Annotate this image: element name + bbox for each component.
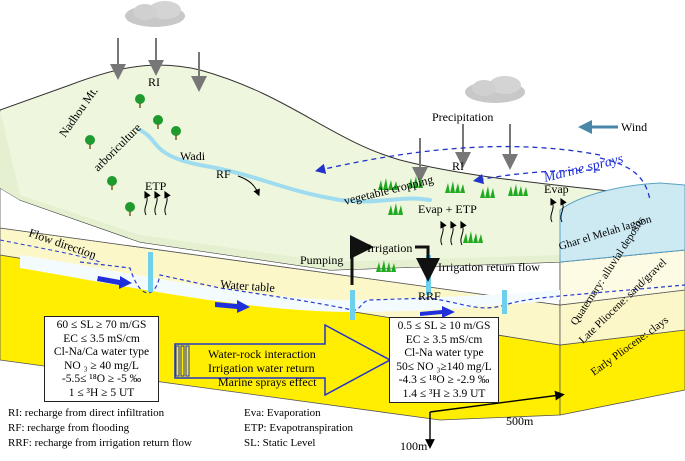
label-evap: Evap <box>544 182 569 196</box>
flow-arrow-icon <box>215 300 250 313</box>
legend-right: Eva: Evaporation ETP: Evapotranspiration… <box>244 406 353 451</box>
process-water-rock: Water-rock interaction <box>208 347 316 361</box>
legend-etp: ETP: Evapotranspiration <box>244 422 354 434</box>
legend-rf: RF: recharge from flooding <box>8 422 130 434</box>
rf-arrow-icon <box>237 175 260 197</box>
process-marine-sprays: Marine sprays effect <box>218 375 317 389</box>
ground-surface <box>0 64 685 271</box>
label-irrigation-return-flow: Irrigation return flow <box>438 260 540 274</box>
label-ri-left: RI <box>148 75 160 89</box>
legend-left: RI: recharge from direct infiltration RF… <box>8 406 192 451</box>
wind-arrow-icon <box>578 120 618 134</box>
well-middle <box>350 290 355 320</box>
left-box-line: NO ₃ ≥ 40 mg/L <box>64 359 139 372</box>
right-box-line: EC ≥ 3.5 mS/cm <box>405 333 483 346</box>
tree-icon <box>85 135 95 149</box>
rain-arrow-icon <box>412 124 518 183</box>
flow-arrow-icon <box>420 306 455 318</box>
cloud-icon <box>465 76 525 103</box>
wadi-stream <box>138 128 432 204</box>
well-right <box>502 290 507 314</box>
label-scale-100: 100m <box>400 439 428 453</box>
irrigation-arrow-icon <box>350 235 440 285</box>
tree-icon <box>107 176 117 190</box>
grass-icon <box>376 176 528 272</box>
legend-eva: Eva: Evaporation <box>244 407 321 419</box>
scale-bar <box>425 390 565 449</box>
right-box-line: Cl-Na water type <box>404 347 484 359</box>
legend-sl: SL: Static Level <box>244 437 316 449</box>
label-scale-500: 500m <box>506 414 534 428</box>
hydrochem-box-right: 0.5 ≤ SL ≥ 10 m/GS EC ≥ 3.5 mS/cm Cl-Na … <box>389 317 499 403</box>
legend-ri: RI: recharge from direct infiltration <box>8 407 165 419</box>
left-box-line: -5.5≤ ¹⁸O ≥ -5 ‰ <box>61 373 142 385</box>
right-box-line: -4.3 ≤ ¹⁸O ≥ -2.9 ‰ <box>398 374 490 386</box>
left-box-line: Cl-Na/Ca water type <box>53 346 150 358</box>
label-water-table: Water table <box>220 277 276 295</box>
water-table-upper <box>0 239 101 263</box>
label-marine-sprays: Marine sprays <box>541 152 625 187</box>
tree-icon <box>135 94 145 108</box>
left-box-line: 1 ≤ ³H ≥ 5 UT <box>68 386 135 399</box>
label-ri-right: RI <box>452 159 464 173</box>
hydrochem-box-left: 60 ≤ SL ≥ 70 m/GS EC ≤ 3.5 mS/cm Cl-Na/C… <box>44 316 159 402</box>
rain-arrow-icon <box>110 38 207 92</box>
right-box-line: 0.5 ≤ SL ≥ 10 m/GS <box>397 320 491 332</box>
tree-icon <box>153 115 163 129</box>
label-irrigation: Irrigation <box>367 241 412 255</box>
tree-icon <box>125 202 135 216</box>
process-irrigation-return: Irrigation water return <box>208 361 315 375</box>
etp-arrow-icon <box>144 190 567 246</box>
lagoon <box>559 182 685 263</box>
label-wind: Wind <box>621 120 647 134</box>
label-pumping: Pumping <box>300 253 343 267</box>
process-arrow-icon <box>174 323 392 397</box>
label-rrf: RRF <box>418 289 441 303</box>
flow-arrow-icon <box>97 276 132 289</box>
label-precipitation: Precipitation <box>432 110 493 124</box>
label-etp: ETP <box>145 179 167 193</box>
left-box-line: 60 ≤ SL ≥ 70 m/GS <box>56 319 147 331</box>
left-box-line: EC ≤ 3.5 mS/cm <box>63 332 140 345</box>
right-box-line: 1.4 ≤ ³H ≥ 3.9 UT <box>402 387 486 400</box>
well-left <box>148 252 153 292</box>
label-rf: RF <box>216 167 231 181</box>
legend-rrf: RRF: recharge from irrigation return flo… <box>8 437 192 449</box>
right-box-line: 50≤ NO ₃≥140 mg/L <box>396 360 492 373</box>
label-wadi: Wadi <box>180 149 206 163</box>
label-evap-etp: Evap + ETP <box>418 202 477 216</box>
cloud-icon <box>125 1 185 27</box>
tree-icon <box>171 126 181 140</box>
aquifer-water <box>20 255 560 312</box>
marine-spray-arrows <box>314 145 651 201</box>
